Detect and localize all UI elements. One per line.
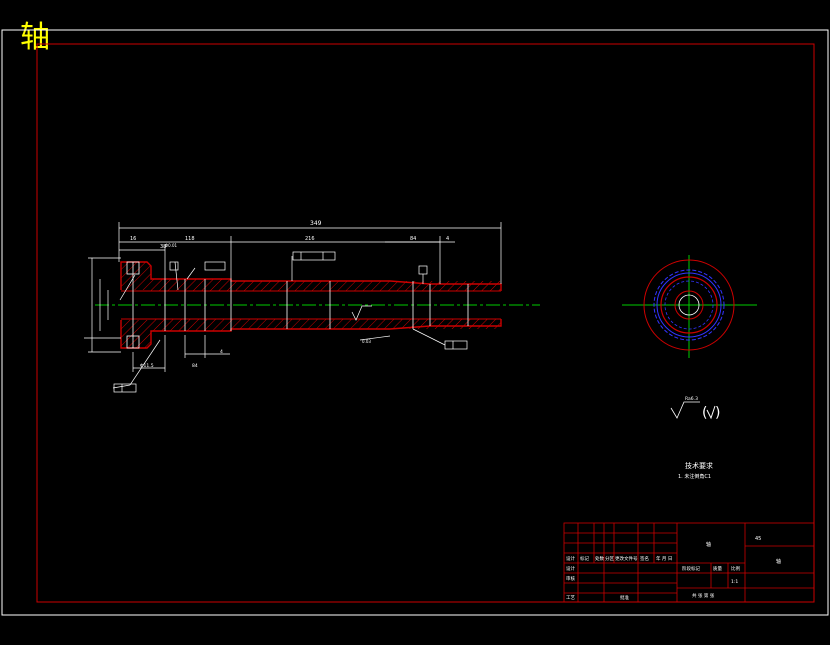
dim-top-5: 4 [446,236,449,242]
svg-text:(: ( [702,405,707,421]
wall-upper-mid [151,279,231,291]
dimensions [84,222,502,389]
tb-header-5: 签名 [640,555,649,562]
wall-lower-mid [151,319,231,331]
shaft-end-view [622,255,757,358]
tb-scale-value: 1:1 [731,579,738,585]
wall-upper-flange [121,262,151,290]
tech-item-1: 1. 未注倒角C1 [678,473,711,480]
dim-bottom-2: 4 [220,349,223,355]
tb-header-0: 设计 [566,555,575,562]
dim-top-3: 216 [305,236,315,242]
tb-part-name-right: 轴 [776,558,781,565]
title-block-text: 设计 标记 处数 分区 更改文件号 签名 年 月 日 设计 审核 工艺 批准 阶… [566,536,781,601]
tb-header-6: 年 月 日 [656,555,672,562]
wall-lower-main [231,319,501,329]
shaft-section-view [95,261,540,349]
outer-frame [1,29,829,616]
tb-header-2: 处数 [595,555,604,562]
dim-small-1: 0.03 [362,339,371,344]
tb-row-2: 工艺 [566,595,575,601]
tolerance-frames [113,251,468,393]
dim-top-2: 118 [185,236,195,242]
tech-heading: 技术要求 [685,461,713,470]
dim-overall-length: 349 [310,220,322,227]
tb-header-3: 分区 [605,555,614,562]
dim-small-0: Φ0.01 [165,243,178,248]
tb-approve: 批准 [620,594,629,601]
surface-finish-note: Ra6.3 ( ) [670,396,720,421]
tb-row-0: 设计 [566,565,575,572]
tb-scale-label: 比例 [731,565,740,572]
tb-weight-label: 质量 [713,565,722,572]
inner-border [36,43,815,603]
dimension-labels: 349 16 38 118 216 84 4 Φ11.5 84 4 Φ0.01 … [130,220,449,369]
dim-top-4: 84 [410,236,416,242]
dim-top-0: 16 [130,236,136,242]
tb-header-1: 标记 [580,555,589,562]
tb-row-1: 审核 [566,575,575,582]
tb-stage-label: 阶段标记 [682,565,700,572]
title-block [563,522,815,603]
wall-lower-flange [121,320,151,348]
dim-bottom-0: Φ11.5 [140,363,154,369]
tb-sheets: 共 张 第 张 [692,592,715,599]
svg-text:): ) [715,405,720,421]
tech-requirements: 技术要求 1. 未注倒角C1 [678,461,713,480]
tb-part-name-center: 轴 [706,541,711,548]
surface-finish-value: Ra6.3 [685,396,698,402]
dim-top-1: 38 [160,244,166,250]
drawing-title: 轴 [20,20,50,55]
tb-material: 45 [755,536,761,542]
wall-upper-main [231,281,501,291]
tb-header-4: 更改文件号 [615,555,638,562]
dim-bottom-1: 84 [192,363,198,369]
